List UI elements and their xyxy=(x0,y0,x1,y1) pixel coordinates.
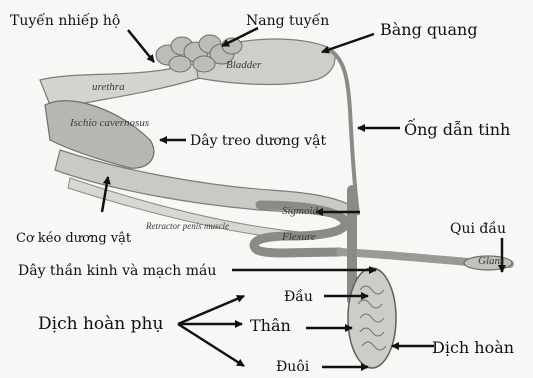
label-dich-hoan-phu: Dịch hoàn phụ xyxy=(38,316,163,333)
label-nang-tuyen: Nang tuyến xyxy=(246,14,329,28)
urethra-latin-text: urethra xyxy=(92,82,125,93)
label-than: Thân xyxy=(250,318,291,334)
label-duoi: Đuôi xyxy=(276,360,309,374)
retractor-latin-text: Retractor penis muscle xyxy=(146,222,229,231)
label-day-treo: Dây treo dương vật xyxy=(190,134,326,148)
label-co-keo: Cơ kéo dương vật xyxy=(16,232,131,245)
flexure-latin-text: Flexure xyxy=(282,232,316,243)
ischio-latin-text: Ischio cavernosus xyxy=(70,118,149,129)
sigmoid-latin-text: Sigmoid xyxy=(282,206,318,217)
label-qui-dau: Qui đầu xyxy=(450,222,506,236)
glans-latin-text: Glans xyxy=(478,256,504,267)
label-ong-dan-tinh: Ống dẫn tinh xyxy=(404,122,510,138)
label-dau: Đầu xyxy=(284,290,313,304)
label-day-than-kinh: Dây thần kinh và mạch máu xyxy=(18,264,216,278)
label-tuyen-nhiep-ho: Tuyến nhiếp hộ xyxy=(10,14,120,28)
label-bang-quang: Bàng quang xyxy=(380,22,478,38)
label-dich-hoan: Dịch hoàn xyxy=(432,340,514,356)
bladder-latin-text: Bladder xyxy=(226,60,261,71)
